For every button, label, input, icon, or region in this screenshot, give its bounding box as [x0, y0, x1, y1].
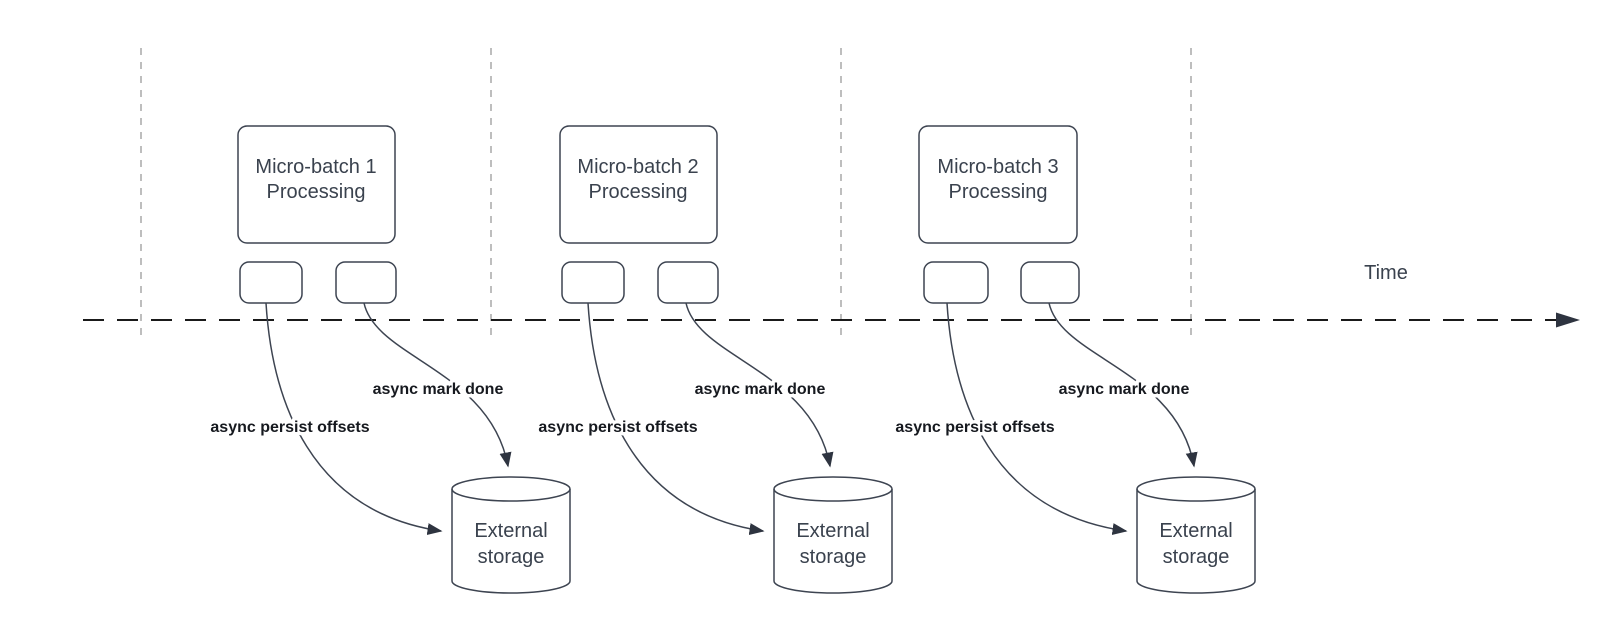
micro-batch-2-persist-offsets-label: async persist offsets	[538, 419, 697, 436]
micro-batch-1-external-storage-label-line2: storage	[478, 546, 545, 568]
time-axis-arrowhead-icon	[1556, 312, 1580, 328]
micro-batch-3-processing-box	[918, 125, 1078, 244]
micro-batch-1-external-storage-label-line1: External	[474, 520, 547, 542]
micro-batch-3-group: Micro-batch 3 Processing External storag…	[892, 125, 1256, 594]
micro-batch-1-box-label-line1: Micro-batch 1	[255, 156, 376, 178]
micro-batch-3-external-storage-label-line2: storage	[1163, 546, 1230, 568]
micro-batch-3-persist-offsets-label: async persist offsets	[895, 419, 1054, 436]
micro-batch-3-external-storage-label-line1: External	[1159, 520, 1232, 542]
micro-batch-3-persist-offsets-arrow	[946, 302, 1128, 536]
micro-batch-3-external-storage-cylinder-lid	[1136, 488, 1256, 502]
micro-batch-1-external-storage-cylinder-lid	[451, 488, 571, 502]
micro-batch-3-box-label-line1: Micro-batch 3	[937, 156, 1058, 178]
micro-batch-1-mark-done-task-box	[335, 261, 397, 304]
micro-batch-1-mark-done-arrow	[363, 302, 512, 468]
micro-batch-2-mark-done-task-box	[657, 261, 719, 304]
micro-batch-2-external-storage-label-line2: storage	[800, 546, 867, 568]
micro-batch-3-mark-done-label: async mark done	[1059, 381, 1190, 398]
micro-batch-2-external-storage-cylinder	[773, 476, 893, 594]
micro-batch-3-mark-done-task-box	[1020, 261, 1080, 304]
micro-batch-2-external-storage-label-line1: External	[796, 520, 869, 542]
micro-batch-2-persist-offsets-arrow	[587, 302, 765, 535]
micro-batch-3-mark-done-arrow	[1048, 302, 1198, 468]
micro-batch-1-mark-done-label: async mark done	[373, 381, 504, 398]
micro-batch-2-box-label-line2: Processing	[589, 181, 688, 203]
micro-batch-3-external-storage-cylinder	[1136, 476, 1256, 594]
micro-batch-2-mark-done-label: async mark done	[695, 381, 826, 398]
micro-batch-2-mark-done-arrow	[685, 302, 834, 468]
micro-batch-2-external-storage-cylinder-lid	[773, 488, 893, 502]
micro-batch-2-persist-offsets-task-box	[561, 261, 625, 304]
micro-batch-1-persist-offsets-arrow	[265, 302, 443, 535]
micro-batch-1-external-storage-cylinder	[451, 476, 571, 594]
time-axis-label: Time	[1364, 262, 1408, 284]
micro-batch-2-processing-box	[559, 125, 718, 244]
micro-batch-3-box-label-line2: Processing	[949, 181, 1048, 203]
micro-batch-3-persist-offsets-task-box	[923, 261, 989, 304]
micro-batch-1-processing-box	[237, 125, 396, 244]
micro-batch-1-persist-offsets-task-box	[239, 261, 303, 304]
micro-batch-2-box-label-line1: Micro-batch 2	[577, 156, 698, 178]
micro-batch-1-box-label-line2: Processing	[267, 181, 366, 203]
micro-batch-1-group: Micro-batch 1 Processing External storag…	[207, 125, 571, 594]
micro-batch-2-group: Micro-batch 2 Processing External storag…	[535, 125, 893, 594]
micro-batch-1-persist-offsets-label: async persist offsets	[210, 419, 369, 436]
